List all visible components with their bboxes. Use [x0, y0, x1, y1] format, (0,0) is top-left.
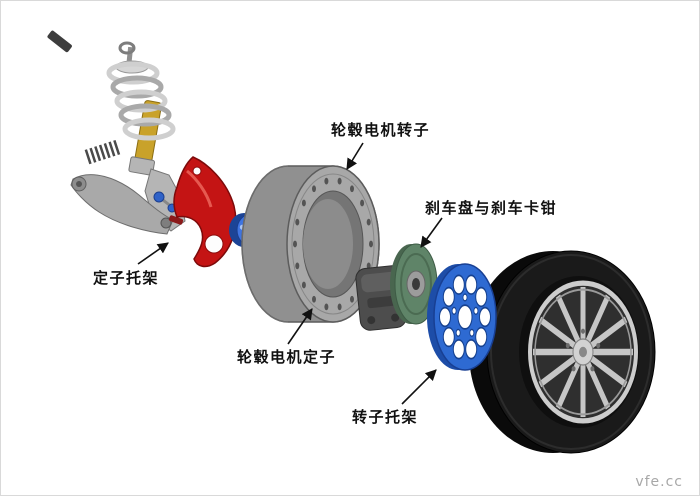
tire-wheel: [469, 250, 656, 454]
brake-disc: [390, 243, 438, 325]
label-stator-bracket: 定子托架: [93, 269, 160, 287]
rotor-bracket-disc: [427, 263, 497, 371]
cv-boot: [84, 139, 121, 165]
suspension-strut-assembly: [47, 30, 186, 235]
rotor-bracket-holes: [439, 274, 491, 360]
label-rotor-bracket: 转子托架: [352, 408, 419, 426]
watermark: vfe.cc: [635, 474, 683, 490]
stator-bracket-part: [173, 156, 237, 268]
arrow-brake-disc-caliper: [420, 217, 443, 248]
shock-absorber: [128, 100, 162, 176]
coil-spring: [106, 61, 176, 141]
arrow-hub-motor-stator: [287, 308, 313, 345]
callout-arrows: [137, 142, 443, 405]
ring-vent-holes: [293, 177, 373, 311]
label-hub-motor-rotor: 轮毂电机转子: [331, 121, 431, 139]
strut-mount-bolt: [47, 30, 72, 53]
wheel-rim: [528, 280, 638, 424]
arrow-stator-bracket: [137, 242, 169, 265]
label-hub-motor-stator: 轮毂电机定子: [237, 348, 337, 366]
arrow-hub-motor-rotor: [346, 142, 364, 170]
control-arm: [70, 174, 174, 235]
label-brake-disc-caliper: 刹车盘与刹车卡钳: [425, 199, 558, 217]
arrow-rotor-bracket: [401, 369, 437, 405]
